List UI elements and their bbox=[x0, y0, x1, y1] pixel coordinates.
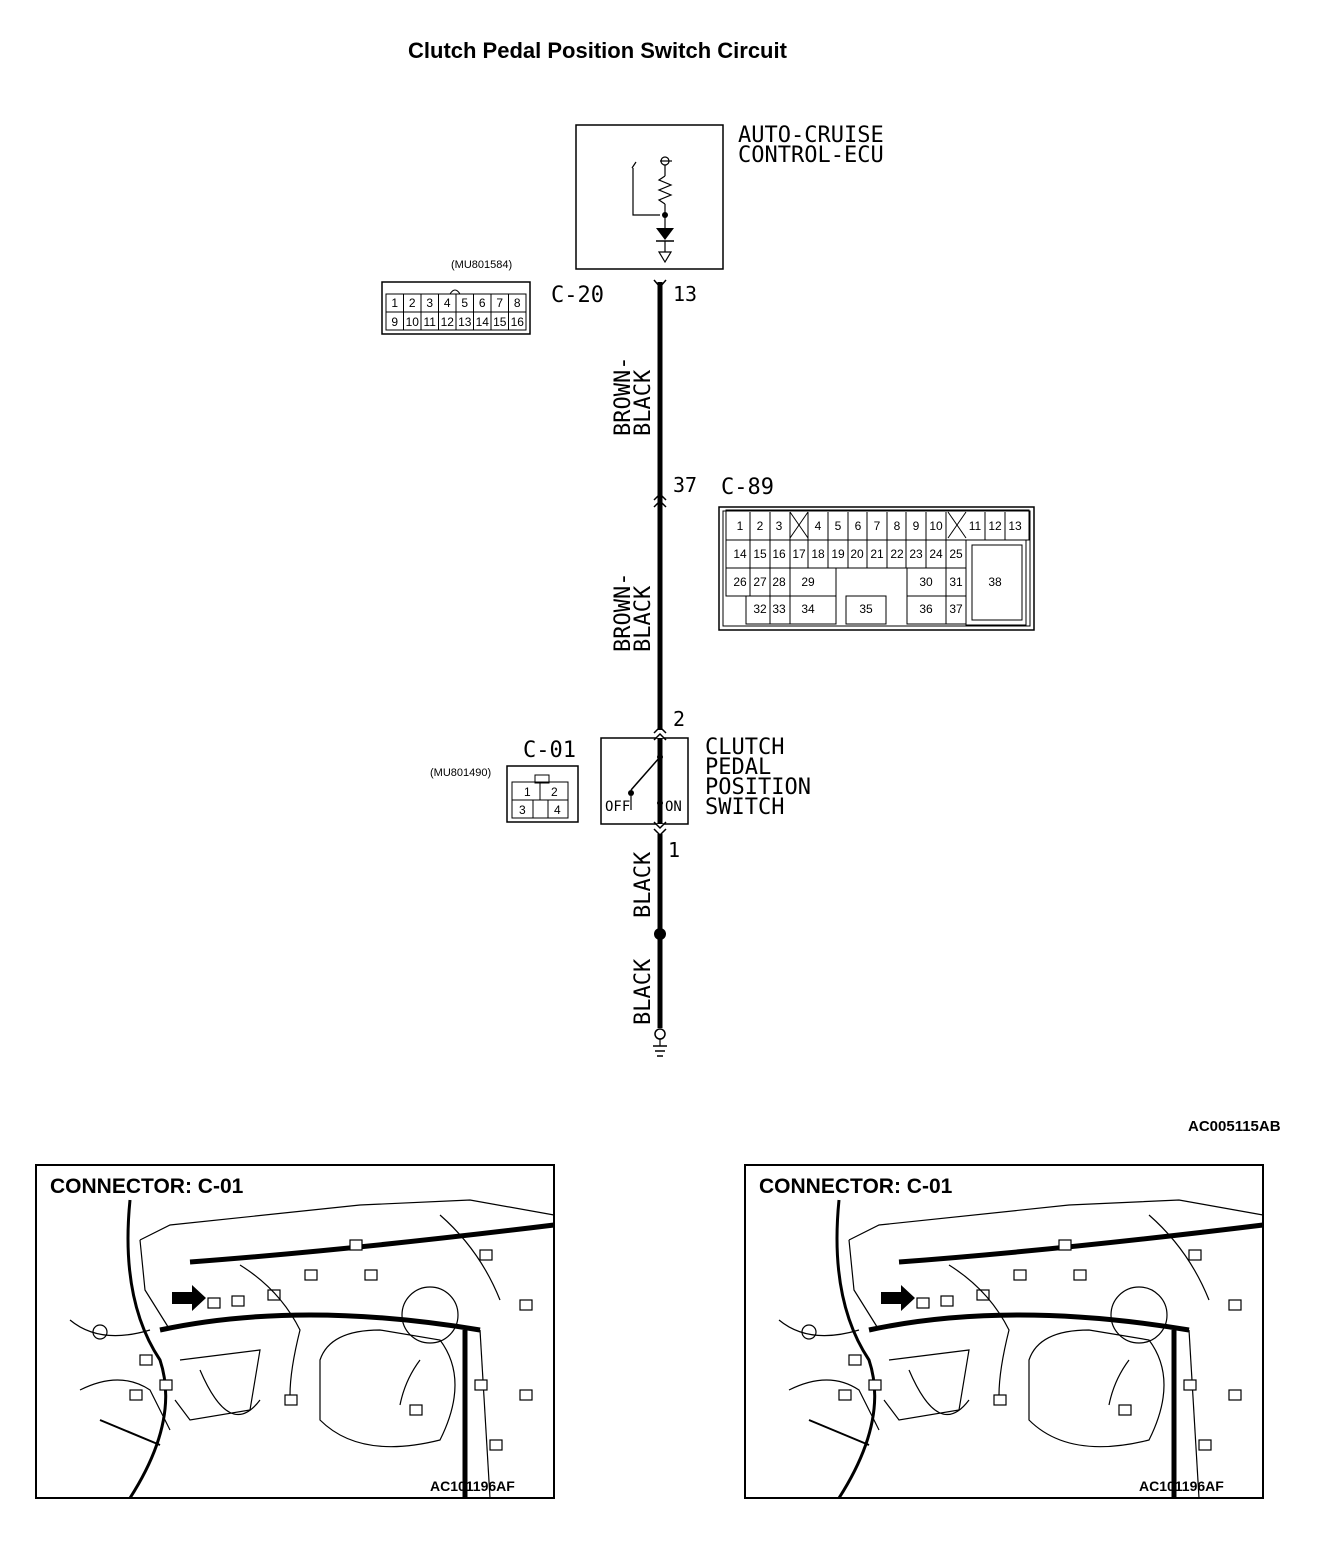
c20-pin-1: 1 bbox=[391, 296, 398, 310]
c20-pin-10: 10 bbox=[406, 315, 420, 329]
c20-pin-5: 5 bbox=[461, 296, 468, 310]
c20-pin-15: 15 bbox=[493, 315, 507, 329]
wire-black-lower: BLACK bbox=[631, 958, 656, 1025]
ecu-pin-13: 13 bbox=[673, 282, 697, 306]
c20-terminal-mark bbox=[653, 279, 667, 289]
wire-upper-line2: BLACK bbox=[631, 369, 656, 436]
c89-pin-37: 37 bbox=[949, 602, 963, 616]
c20-part-number: (MU801584) bbox=[451, 259, 512, 271]
c20-pin-3: 3 bbox=[426, 296, 433, 310]
c89-pin-13: 13 bbox=[1008, 519, 1022, 533]
c01-pin-2: 2 bbox=[551, 785, 558, 799]
photo-panel-left bbox=[35, 1164, 555, 1499]
c89-pin-35: 35 bbox=[859, 602, 873, 616]
wire-black-upper: BLACK bbox=[631, 851, 656, 918]
c01-label: C-01 bbox=[523, 738, 576, 763]
switch-off-label: OFF bbox=[605, 799, 630, 815]
c89-pin-7: 7 bbox=[874, 519, 881, 533]
switch-pin-1: 1 bbox=[668, 838, 680, 862]
ecu-label-line2: CONTROL-ECU bbox=[738, 143, 884, 168]
c01-pin-1: 1 bbox=[524, 785, 531, 799]
c20-pin-2: 2 bbox=[409, 296, 416, 310]
c89-pin-30: 30 bbox=[919, 575, 933, 589]
c20-pin-13: 13 bbox=[458, 315, 472, 329]
figure-code: AC005115AB bbox=[1188, 1118, 1281, 1135]
switch-on-label: ON bbox=[665, 799, 682, 815]
c89-pin-10: 10 bbox=[929, 519, 943, 533]
c89-pin-24: 24 bbox=[929, 547, 943, 561]
wire-upper-line1: BROWN- bbox=[611, 357, 636, 436]
c89-pin-11: 11 bbox=[969, 519, 982, 533]
c20-pin-9: 9 bbox=[391, 315, 398, 329]
c89-pin-32: 32 bbox=[753, 602, 767, 616]
photo-left-heading: CONNECTOR: C-01 bbox=[50, 1175, 244, 1198]
c89-pin-12: 12 bbox=[988, 519, 1002, 533]
c89-pin-38: 38 bbox=[988, 575, 1002, 589]
c89-pin-5: 5 bbox=[835, 519, 842, 533]
c89-pin-14: 14 bbox=[733, 547, 747, 561]
c89-pin-36: 36 bbox=[919, 602, 933, 616]
switch-pin-2: 2 bbox=[673, 707, 685, 731]
ground-symbol bbox=[653, 1028, 667, 1057]
c89-pin-9: 9 bbox=[913, 519, 920, 533]
c89-pin-2: 2 bbox=[757, 519, 764, 533]
clutch-switch-symbol bbox=[600, 725, 689, 837]
c01-pin-4: 4 bbox=[554, 803, 561, 817]
c89-pin-1: 1 bbox=[737, 519, 744, 533]
photo-right-heading: CONNECTOR: C-01 bbox=[759, 1175, 953, 1198]
c89-pin-26: 26 bbox=[733, 575, 747, 589]
c89-pin-23: 23 bbox=[909, 547, 923, 561]
switch-label-line1: CLUTCH bbox=[705, 735, 784, 760]
c89-pin-15: 15 bbox=[753, 547, 767, 561]
splice-point bbox=[654, 928, 666, 940]
c89-pin-37: 37 bbox=[673, 473, 697, 497]
c89-pin-20: 20 bbox=[850, 547, 864, 561]
ecu-label-line1: AUTO-CRUISE bbox=[738, 123, 884, 148]
switch-label-line2: PEDAL bbox=[705, 755, 771, 780]
c89-pin-21: 21 bbox=[870, 547, 884, 561]
auto-cruise-ecu bbox=[575, 124, 724, 270]
c89-pin-6: 6 bbox=[855, 519, 862, 533]
diagram-title: Clutch Pedal Position Switch Circuit bbox=[408, 38, 788, 63]
c89-pin-34: 34 bbox=[801, 602, 815, 616]
switch-label-line3: POSITION bbox=[705, 775, 811, 800]
c89-terminal-mark bbox=[653, 492, 667, 508]
c20-pin-4: 4 bbox=[444, 296, 451, 310]
c20-pin-7: 7 bbox=[496, 296, 503, 310]
c01-pin-3: 3 bbox=[519, 803, 526, 817]
c89-pin-17: 17 bbox=[792, 547, 806, 561]
photo-right-code: AC101196AF bbox=[1139, 1478, 1224, 1494]
c89-pin-18: 18 bbox=[811, 547, 825, 561]
c89-pin-16: 16 bbox=[772, 547, 786, 561]
c89-pin-4: 4 bbox=[815, 519, 822, 533]
c20-pin-14: 14 bbox=[476, 315, 490, 329]
c89-label: C-89 bbox=[721, 475, 774, 500]
c20-pin-8: 8 bbox=[514, 296, 521, 310]
wire-middle-line1: BROWN- bbox=[611, 573, 636, 652]
c20-pin-11: 11 bbox=[424, 315, 437, 329]
c89-pin-19: 19 bbox=[831, 547, 845, 561]
photo-left-code: AC101196AF bbox=[430, 1478, 515, 1494]
c89-pin-22: 22 bbox=[890, 547, 904, 561]
c01-part-number: (MU801490) bbox=[430, 767, 491, 779]
c89-pin-3: 3 bbox=[776, 519, 783, 533]
c89-pin-8: 8 bbox=[894, 519, 901, 533]
c89-pin-25: 25 bbox=[949, 547, 963, 561]
wire-middle-line2: BLACK bbox=[631, 585, 656, 652]
photo-panel-right bbox=[744, 1164, 1264, 1499]
c20-label: C-20 bbox=[551, 283, 604, 308]
connector-c01-face bbox=[506, 765, 579, 823]
connector-c89-face bbox=[718, 506, 1035, 631]
c20-pin-16: 16 bbox=[511, 315, 525, 329]
c89-pin-33: 33 bbox=[772, 602, 786, 616]
c20-pin-12: 12 bbox=[441, 315, 455, 329]
c89-pin-28: 28 bbox=[772, 575, 786, 589]
c89-pin-27: 27 bbox=[753, 575, 767, 589]
c20-pin-6: 6 bbox=[479, 296, 486, 310]
c89-pin-31: 31 bbox=[949, 575, 963, 589]
c89-pin-29: 29 bbox=[801, 575, 815, 589]
switch-label-line4: SWITCH bbox=[705, 795, 784, 820]
